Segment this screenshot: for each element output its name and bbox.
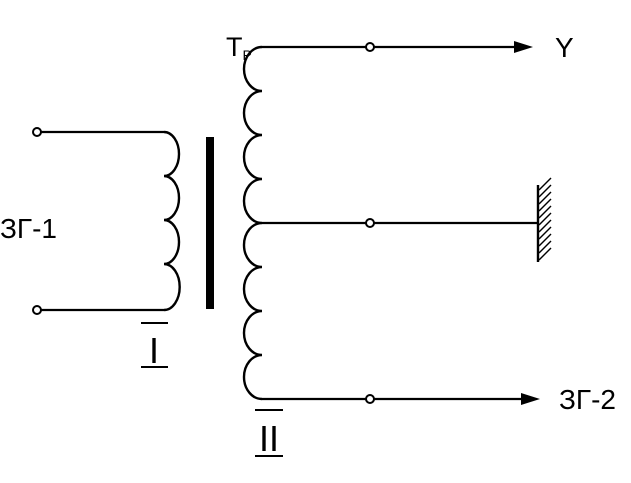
secondary-winding: [242, 45, 263, 401]
secondary-output-leads: [262, 41, 540, 405]
primary-winding: [163, 130, 181, 312]
secondary-winding-label: II: [259, 418, 279, 459]
secondary-bottom-output-label: ЗГ-2: [559, 384, 616, 415]
ground-icon: [536, 177, 552, 262]
transformer-core: [206, 137, 214, 309]
primary-source-label: ЗГ-1: [0, 213, 57, 244]
top-output-terminal: [365, 42, 375, 52]
transformer-label-main: T: [226, 32, 243, 62]
primary-input-leads: [32, 127, 164, 315]
bottom-output-terminal: [365, 394, 375, 404]
primary-winding-label-group: I: [141, 322, 168, 371]
secondary-top-output-label: Y: [555, 32, 574, 63]
top-output-arrow: [514, 41, 533, 53]
center-tap-terminal: [365, 218, 375, 228]
secondary-winding-label-group: II: [255, 409, 283, 459]
transformer-label-sub: P: [243, 47, 252, 63]
primary-winding-label: I: [149, 330, 159, 371]
bottom-output-arrow: [521, 393, 540, 405]
primary-top-terminal: [32, 127, 42, 137]
primary-bottom-terminal: [32, 305, 42, 315]
transformer-label: TP: [226, 32, 252, 63]
